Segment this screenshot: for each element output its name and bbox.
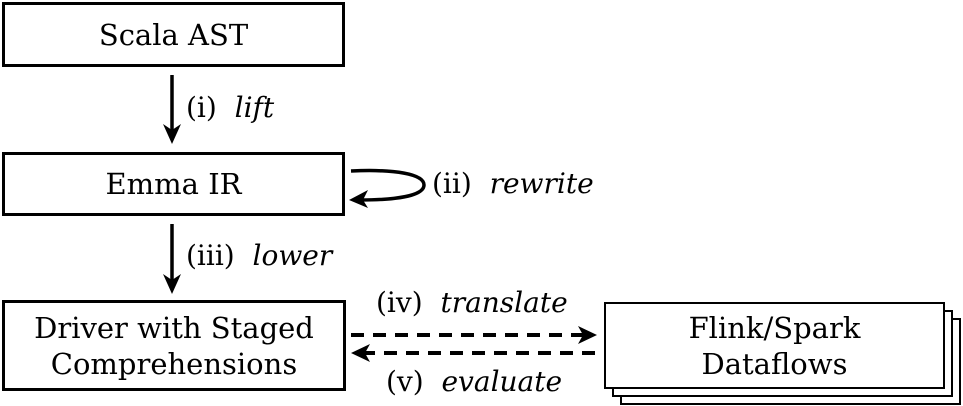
node-emma-ir: Emma IR <box>2 152 345 216</box>
edge-evaluate-word: evaluate <box>441 365 563 398</box>
edge-lift-label: (i) lift <box>186 92 274 124</box>
edge-translate-label: (iv) translate <box>376 287 568 319</box>
edge-rewrite-label: (ii) rewrite <box>432 168 594 200</box>
edge-lift-number: (i) <box>186 91 217 124</box>
edge-translate-arrow <box>351 326 597 344</box>
edge-translate-word: translate <box>440 286 568 319</box>
edge-rewrite-word: rewrite <box>489 167 594 200</box>
edge-translate-number: (iv) <box>376 286 423 319</box>
edge-lower-word: lower <box>252 239 333 272</box>
edge-lift-word: lift <box>234 91 275 124</box>
edge-lift-arrow <box>163 75 181 144</box>
node-emma-ir-label: Emma IR <box>105 167 242 201</box>
edge-rewrite-loop-arrow <box>349 168 426 208</box>
edge-evaluate-number: (v) <box>386 365 424 398</box>
edge-lower-number: (iii) <box>186 239 235 272</box>
node-scala-ast: Scala AST <box>2 2 345 67</box>
edge-lower-arrow <box>163 224 181 294</box>
node-dataflows: Flink/Spark Dataflows <box>604 302 945 389</box>
edge-rewrite-number: (ii) <box>432 167 472 200</box>
node-driver-label: Driver with Staged Comprehensions <box>34 310 314 381</box>
edge-lower-label: (iii) lower <box>186 240 332 272</box>
edge-evaluate-label: (v) evaluate <box>386 366 562 398</box>
edge-evaluate-arrow <box>351 344 598 362</box>
node-scala-ast-label: Scala AST <box>98 17 249 52</box>
node-driver: Driver with Staged Comprehensions <box>2 300 346 391</box>
node-dataflows-label: Flink/Spark Dataflows <box>688 310 861 381</box>
